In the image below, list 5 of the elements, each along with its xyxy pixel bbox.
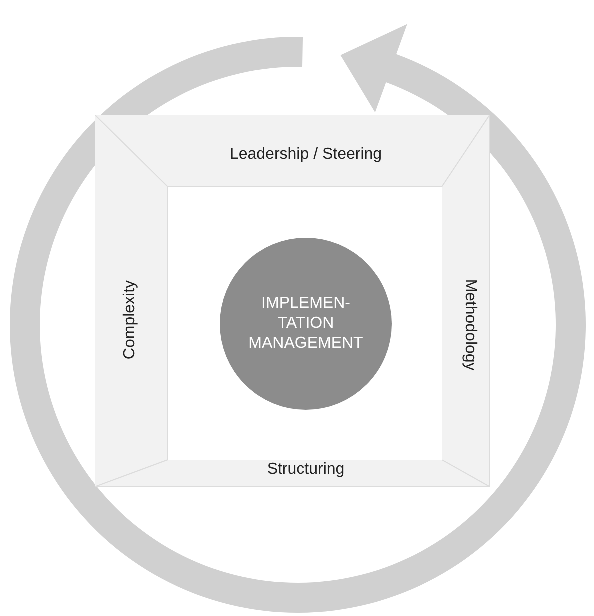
band-label: Structuring: [267, 460, 345, 480]
band-label: Complexity: [121, 280, 140, 360]
circle-label: IMPLEMEN- TATION MANAGEMENT: [248, 294, 364, 354]
band-label: Leadership / Steering: [230, 145, 382, 165]
band-label: Methodology: [461, 279, 480, 371]
